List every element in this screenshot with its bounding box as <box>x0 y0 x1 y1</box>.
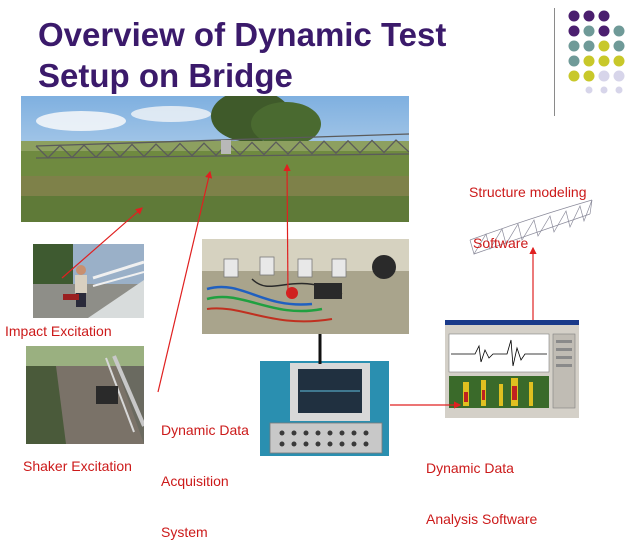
bridge-photo <box>21 96 409 222</box>
daq-system-photo <box>260 361 389 456</box>
analysis-software-screenshot <box>445 320 579 418</box>
label-modeling-line-1: Structure modeling <box>469 184 587 201</box>
title-line-1: Overview of Dynamic Test <box>38 16 446 53</box>
sensor-instrumentation-photo <box>202 239 409 334</box>
dot-row-1 <box>569 11 610 22</box>
dot-row-3 <box>569 41 625 52</box>
dot-row-4 <box>569 56 625 67</box>
dot-row-2 <box>569 26 625 37</box>
label-analysis-line-1: Dynamic Data <box>426 460 537 477</box>
label-daq-line-1: Dynamic Data <box>161 422 249 439</box>
slide-title: Overview of Dynamic Test Setup on Bridge <box>38 14 508 96</box>
label-impact-excitation: Impact Excitation <box>5 323 112 340</box>
label-modeling-line-2: Software <box>469 235 587 252</box>
label-analysis-line-2: Analysis Software <box>426 511 537 528</box>
title-line-2: Setup on Bridge <box>38 57 293 94</box>
label-daq-line-3: System <box>161 524 249 541</box>
label-daq-system: Dynamic Data Acquisition System <box>161 388 249 558</box>
decorative-divider <box>554 8 555 116</box>
impact-excitation-photo <box>33 244 144 318</box>
dot-row-6 <box>586 87 623 94</box>
label-daq-line-2: Acquisition <box>161 473 249 490</box>
label-analysis-software: Dynamic Data Analysis Software <box>426 426 537 545</box>
shaker-excitation-photo <box>26 346 144 444</box>
label-shaker-excitation: Shaker Excitation <box>23 458 132 475</box>
dot-row-5 <box>569 71 625 82</box>
label-modeling-software: Structure modeling Software <box>469 150 587 269</box>
decorative-dot-grid <box>566 10 630 94</box>
